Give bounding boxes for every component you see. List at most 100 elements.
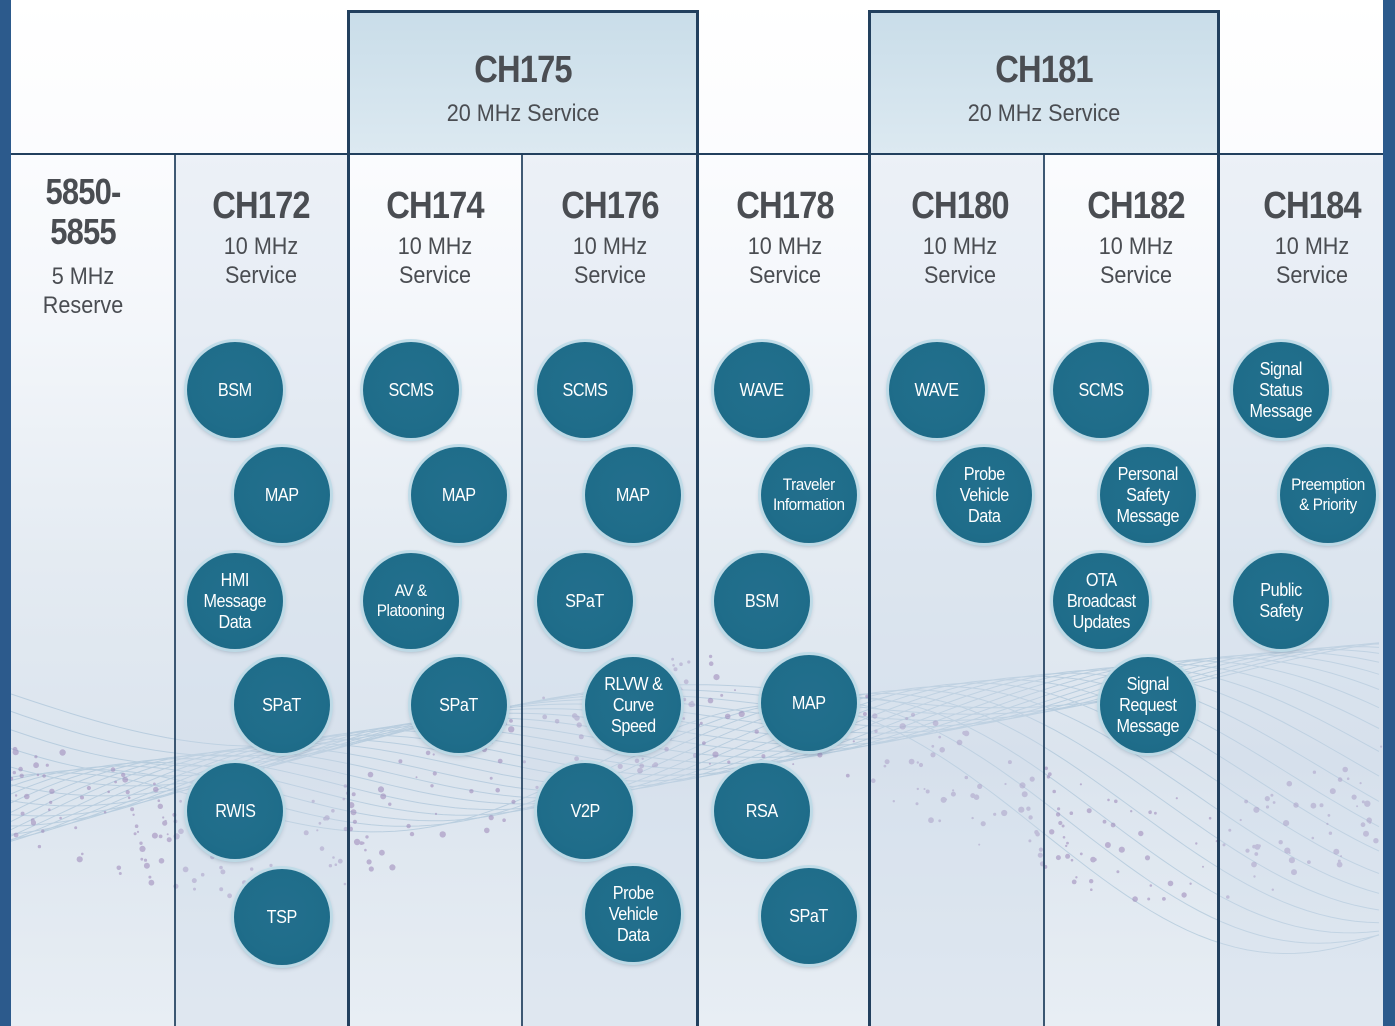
wave-dot [1342,766,1348,773]
message-bubble-probe-vehicle-data[interactable]: Probe Vehicle Data [936,447,1032,543]
message-bubble-bsm[interactable]: BSM [714,553,810,649]
message-bubble-map[interactable]: MAP [234,447,330,543]
message-bubble-ota-broadcast-updates[interactable]: OTA Broadcast Updates [1053,553,1149,649]
wave-dot [1288,857,1295,864]
wave-dot [151,832,158,839]
message-label: WAVE [914,379,960,400]
message-bubble-scms[interactable]: SCMS [1053,342,1149,438]
wave-dot [1291,869,1297,876]
wave-dot [1364,800,1371,807]
wave-dot [1130,810,1133,813]
message-bubble-spat[interactable]: SPaT [537,553,633,649]
wave-dot [59,816,62,820]
message-bubble-probe-vehicle-data[interactable]: Probe Vehicle Data [585,866,681,962]
message-bubble-av-platooning[interactable]: AV & Platooning [363,553,459,649]
wave-dot [19,773,24,778]
wave-dot [931,744,935,748]
wave-dot [1363,830,1369,837]
message-label: SPaT [262,694,302,715]
message-label: MAP [265,484,299,505]
wave-dot [334,863,338,866]
wave-dot [1147,897,1151,901]
message-bubble-preemption-priority[interactable]: Preemption & Priority [1280,447,1376,543]
message-label: V2P [570,800,600,821]
message-label: OTA Broadcast Updates [1066,569,1136,632]
message-bubble-spat[interactable]: SPaT [761,868,857,964]
message-bubble-rwis[interactable]: RWIS [187,763,283,859]
wave-dot [817,752,823,758]
wave-dot [1284,847,1291,854]
channel-header-ch184: CH184 10 MHz Service [1232,185,1383,290]
wave-dot [103,810,107,814]
wave-dot [508,726,515,733]
wave-dot [1228,828,1232,832]
message-bubble-signal-request-message[interactable]: Signal Request Message [1100,657,1196,753]
message-bubble-tsp[interactable]: TSP [234,869,330,965]
wave-dot [1044,766,1048,771]
wave-dot [1090,888,1093,891]
wave-dot [713,674,720,681]
message-label: MAP [792,692,826,713]
wave-dot [1253,806,1260,813]
wave-dot [242,880,247,885]
message-bubble-spat[interactable]: SPaT [234,657,330,753]
wave-dot [74,826,78,830]
wave-dot [1373,838,1379,844]
wave-dot [227,893,233,899]
wave-dot [250,867,254,871]
wave-dot [977,783,983,790]
wave-dot [1062,836,1066,839]
wave-dot [1253,875,1256,878]
wave-dot [1028,839,1032,843]
reserve-frequency-end: 5855 [50,211,116,252]
message-label: Probe Vehicle Data [608,882,658,945]
wave-dot [1154,811,1157,815]
wave-dot [1070,858,1074,862]
message-bubble-map[interactable]: MAP [761,655,857,751]
channel-bandwidth: 10 MHz [1098,233,1174,260]
wave-dot [133,832,137,836]
message-bubble-rsa[interactable]: RSA [714,763,810,859]
wave-dot [1380,745,1383,748]
message-label: SPaT [439,694,479,715]
wave-dot [132,813,135,816]
message-bubble-scms[interactable]: SCMS [363,342,459,438]
wave-dot [36,773,40,777]
wave-dot [351,792,356,797]
wave-dot [950,791,956,797]
wave-dot [1026,806,1031,811]
wave-dot [489,740,494,744]
message-bubble-traveler-information[interactable]: Traveler Information [761,447,857,543]
wave-dot [220,869,226,875]
message-bubble-map[interactable]: MAP [585,447,681,543]
message-bubble-map[interactable]: MAP [411,447,507,543]
channel-service-label: Service [573,262,647,289]
wave-dot [1175,797,1178,800]
wave-dot [153,782,156,786]
wave-dot [1328,831,1333,835]
wave-dot [899,723,906,730]
message-bubble-signal-status-message[interactable]: Signal Status Message [1233,342,1329,438]
wave-dot [33,762,39,769]
message-bubble-public-safety[interactable]: Public Safety [1233,553,1329,649]
wave-dot [923,788,926,790]
message-bubble-personal-safety-message[interactable]: Personal Safety Message [1100,447,1196,543]
wave-dot [1104,842,1111,848]
wave-dot [1029,776,1035,782]
message-bubble-rlvw-curve-speed[interactable]: RLVW & Curve Speed [585,657,681,753]
wave-dot [48,808,51,811]
message-bubble-bsm[interactable]: BSM [187,342,283,438]
wave-dot [542,714,548,720]
wave-dot [671,657,674,661]
message-bubble-hmi-message-data[interactable]: HMI Message Data [187,553,283,649]
message-bubble-scms[interactable]: SCMS [537,342,633,438]
wave-dot [432,771,437,776]
wave-dot [1359,782,1362,785]
message-bubble-wave[interactable]: WAVE [889,342,985,438]
wave-dot [554,719,560,724]
wave-dot [350,809,357,816]
message-bubble-spat[interactable]: SPaT [411,657,507,753]
message-bubble-wave[interactable]: WAVE [714,342,810,438]
message-bubble-v2p[interactable]: V2P [537,763,633,859]
wave-dot [930,752,936,758]
